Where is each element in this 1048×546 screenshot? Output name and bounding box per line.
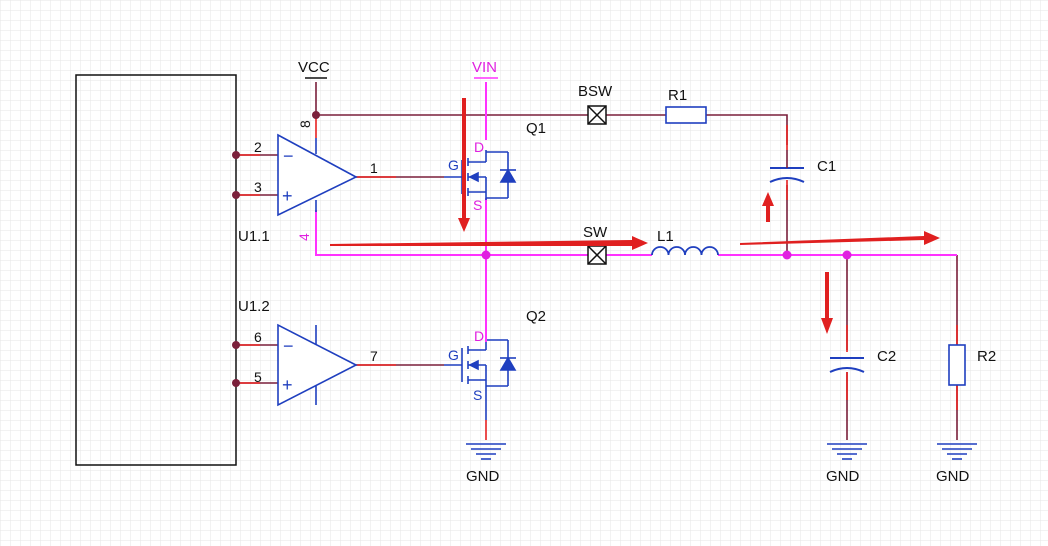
ground-symbol-r2: [937, 443, 977, 460]
arrow-sw-right: [330, 236, 648, 250]
resistor-r2[interactable]: [948, 344, 966, 386]
pin-1-label: 1: [370, 160, 378, 176]
q2-s-label: S: [473, 387, 482, 403]
q2-g-label: G: [448, 347, 459, 363]
q2-label: Q2: [526, 308, 546, 325]
sw-label: SW: [583, 224, 608, 241]
current-flow-arrows: [330, 98, 940, 334]
q1-s-label: S: [473, 197, 482, 213]
arrow-output-right: [740, 231, 940, 245]
r2-label: R2: [977, 348, 996, 365]
vin-label: VIN: [472, 59, 497, 76]
mosfet-q2[interactable]: [444, 339, 517, 420]
bsw-test-point[interactable]: [587, 105, 607, 125]
sw-net-wires: [315, 82, 957, 330]
svg-text:+: +: [282, 186, 293, 206]
pin-6-label: 6: [254, 329, 262, 345]
c2-label: C2: [877, 348, 896, 365]
ic-pin-dots: [232, 151, 240, 387]
junction-dots: [312, 111, 852, 260]
gnd-q2-label: GND: [466, 468, 500, 485]
svg-text:−: −: [283, 146, 294, 166]
gnd-r2-label: GND: [936, 468, 970, 485]
svg-text:+: +: [282, 375, 293, 395]
capacitor-c2[interactable]: [829, 357, 865, 373]
vcc-label: VCC: [298, 59, 330, 76]
opamp-u1-2[interactable]: − +: [277, 323, 358, 407]
pin-2-label: 2: [254, 139, 262, 155]
opamp-u1-1[interactable]: − +: [277, 133, 358, 217]
q1-label: Q1: [526, 120, 546, 137]
bsw-label: BSW: [578, 83, 613, 100]
pin-7-label: 7: [370, 348, 378, 364]
u1-1-label: U1.1: [238, 228, 270, 245]
arrow-q1-down: [458, 98, 470, 232]
c1-label: C1: [817, 158, 836, 175]
svg-text:−: −: [283, 336, 294, 356]
r1-label: R1: [668, 87, 687, 104]
arrow-c1-up: [762, 192, 774, 222]
pin-4-label: 4: [296, 233, 312, 241]
pin-5-label: 5: [254, 369, 262, 385]
u1-2-label: U1.2: [238, 298, 270, 315]
ground-symbol-q2: [466, 443, 506, 460]
ic-body[interactable]: [75, 74, 237, 466]
q1-d-label: D: [474, 139, 484, 155]
gnd-c2-label: GND: [826, 468, 860, 485]
q1-g-label: G: [448, 157, 459, 173]
resistor-r1[interactable]: [665, 106, 707, 124]
l1-label: L1: [657, 228, 674, 245]
pin-8-label: 8: [297, 120, 313, 128]
arrow-c2-down: [821, 272, 833, 334]
inductor-l1[interactable]: [651, 246, 719, 256]
q2-d-label: D: [474, 328, 484, 344]
pin-3-label: 3: [254, 179, 262, 195]
ground-symbol-c2: [827, 443, 867, 460]
